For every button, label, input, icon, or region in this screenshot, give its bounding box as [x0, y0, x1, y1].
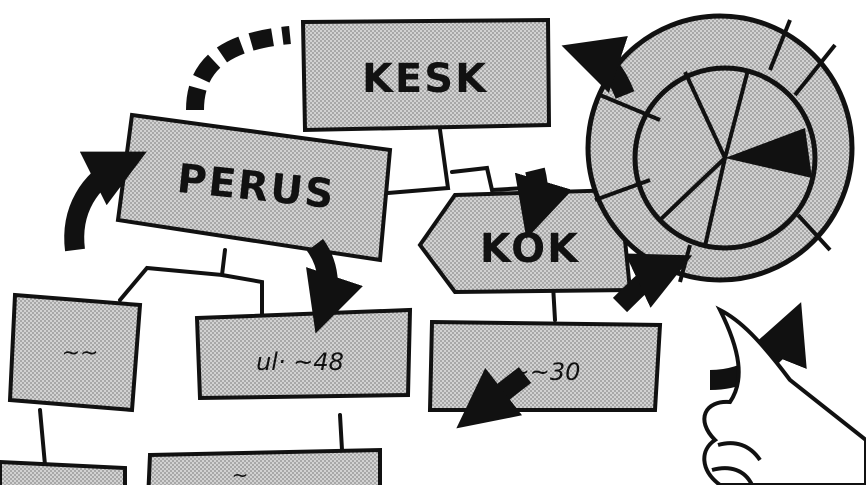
node-right[interactable]: ~~30 [427, 319, 663, 412]
node-kesk[interactable]: KESK [300, 17, 552, 133]
node-bottom-label: ~ [232, 463, 249, 485]
node-kok-label: KOK [480, 226, 580, 272]
pointing-hand-icon [702, 305, 866, 485]
node-left-label: ~~ [62, 341, 99, 366]
pie-chart-icon [585, 13, 855, 283]
node-middle-label: ul· ~48 [256, 348, 344, 376]
dashed-link [186, 26, 291, 111]
node-bottom[interactable]: ~ [0, 447, 382, 485]
node-left[interactable]: ~~ [7, 292, 143, 413]
connector-lines [38, 128, 557, 467]
node-perus[interactable]: PERUS [115, 112, 393, 263]
node-middle[interactable]: ul· ~48 [194, 307, 413, 401]
node-kesk-label: KESK [362, 56, 488, 102]
